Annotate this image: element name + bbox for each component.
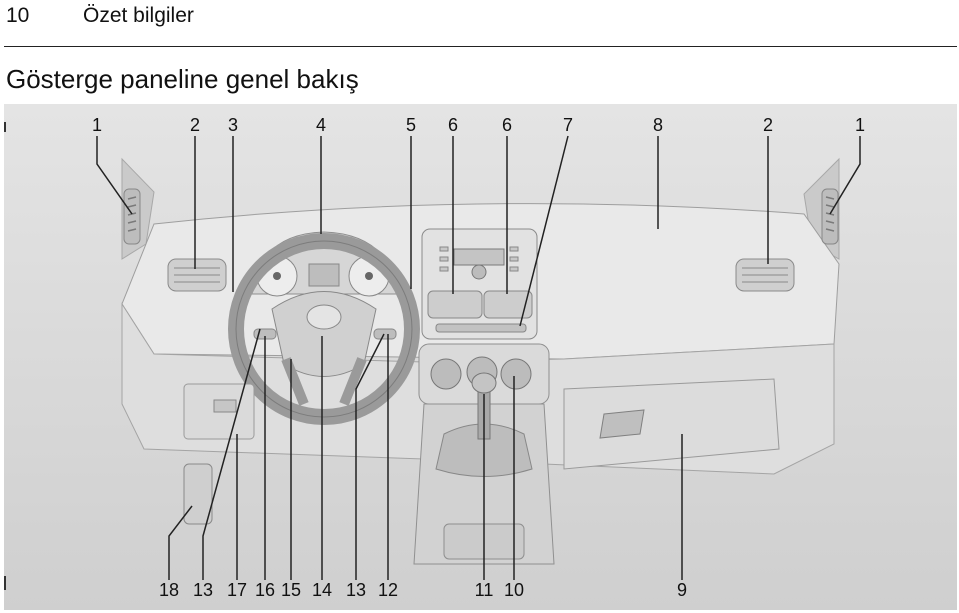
callout-bottom-12: 12 — [378, 580, 398, 600]
callout-top-5: 5 — [406, 115, 416, 135]
callout-bottom-16: 16 — [255, 580, 275, 600]
callout-top-2b: 2 — [763, 115, 773, 135]
page-heading: Gösterge paneline genel bakış — [6, 64, 359, 94]
callout-bottom-11: 11 — [475, 580, 494, 600]
callout-top-7: 7 — [563, 115, 573, 135]
callout-top-6b: 6 — [502, 115, 512, 135]
callout-bottom-14: 14 — [312, 580, 332, 600]
callout-bottom-15: 15 — [281, 580, 301, 600]
dashboard-illustration: 1 2 3 4 5 6 6 7 8 2 1 18 13 17 16 15 14 … — [4, 104, 957, 610]
callout-top-1b: 1 — [855, 115, 865, 135]
callout-top-6a: 6 — [448, 115, 458, 135]
callout-top-3: 3 — [228, 115, 238, 135]
callout-bottom-10: 10 — [504, 580, 524, 600]
callout-top-2: 2 — [190, 115, 200, 135]
callout-bottom-9: 9 — [677, 580, 687, 600]
callout-top-1: 1 — [92, 115, 102, 135]
header-rule — [4, 46, 957, 47]
callout-bottom-13b: 13 — [346, 580, 366, 600]
callout-top-8: 8 — [653, 115, 663, 135]
callout-bottom-18: 18 — [159, 580, 179, 600]
callout-top-4: 4 — [316, 115, 326, 135]
callout-bottom-17: 17 — [227, 580, 247, 600]
dashboard-drawing: 1 2 3 4 5 6 6 7 8 2 1 18 13 17 16 15 14 … — [4, 104, 957, 610]
page-number: 10 — [6, 4, 30, 27]
section-title: Özet bilgiler — [83, 4, 194, 27]
callout-bottom-13a: 13 — [193, 580, 213, 600]
